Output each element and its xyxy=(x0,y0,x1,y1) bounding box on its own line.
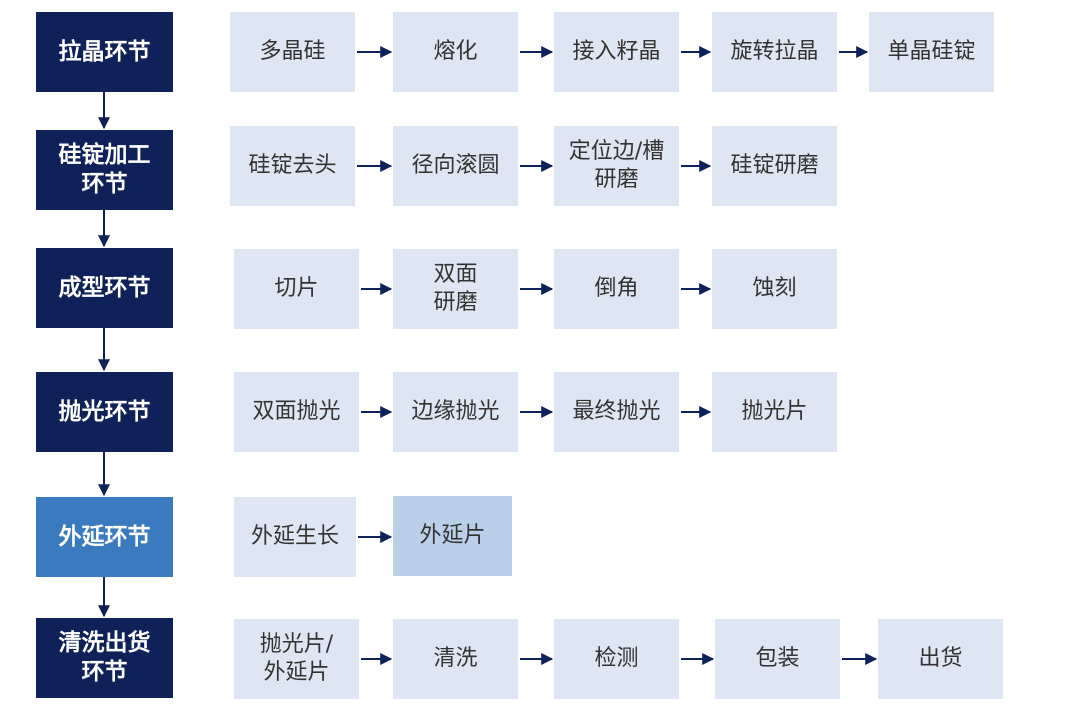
step-ingot-grinding: 硅锭研磨 xyxy=(712,126,837,206)
step-epitaxial-wafer: 外延片 xyxy=(393,496,512,576)
step-chamfering: 倒角 xyxy=(554,249,679,329)
step-cleaning: 清洗 xyxy=(393,619,518,699)
step-flat-notch-grinding: 定位边/槽 研磨 xyxy=(554,126,679,206)
step-polished-wafer: 抛光片 xyxy=(712,372,837,452)
step-slicing: 切片 xyxy=(234,249,359,329)
step-melting: 熔化 xyxy=(393,12,518,92)
step-final-polishing: 最终抛光 xyxy=(554,372,679,452)
stage-ingot-processing: 硅锭加工 环节 xyxy=(36,130,173,210)
stage-polishing: 抛光环节 xyxy=(36,372,173,452)
step-radial-rounding: 径向滚圆 xyxy=(393,126,518,206)
step-wafer-input: 抛光片/ 外延片 xyxy=(234,619,359,699)
step-polysilicon: 多晶硅 xyxy=(230,12,355,92)
stage-forming: 成型环节 xyxy=(36,248,173,328)
step-inspection: 检测 xyxy=(554,619,679,699)
step-ingot-cropping: 硅锭去头 xyxy=(230,126,355,206)
stage-cleaning-shipping: 清洗出货 环节 xyxy=(36,618,173,698)
arrow-connectors xyxy=(98,46,878,665)
step-double-side-lapping: 双面 研磨 xyxy=(393,249,518,329)
step-edge-polishing: 边缘抛光 xyxy=(393,372,518,452)
step-double-side-polishing: 双面抛光 xyxy=(234,372,359,452)
step-etching: 蚀刻 xyxy=(712,249,837,329)
step-seed-insertion: 接入籽晶 xyxy=(554,12,679,92)
stage-crystal-pulling: 拉晶环节 xyxy=(36,12,173,92)
step-shipping: 出货 xyxy=(878,619,1003,699)
step-rotary-pulling: 旋转拉晶 xyxy=(712,12,837,92)
step-packaging: 包装 xyxy=(715,619,840,699)
stage-epitaxy: 外延环节 xyxy=(36,497,173,577)
step-monocrystal-ingot: 单晶硅锭 xyxy=(869,12,994,92)
step-epitaxial-growth: 外延生长 xyxy=(234,497,356,577)
